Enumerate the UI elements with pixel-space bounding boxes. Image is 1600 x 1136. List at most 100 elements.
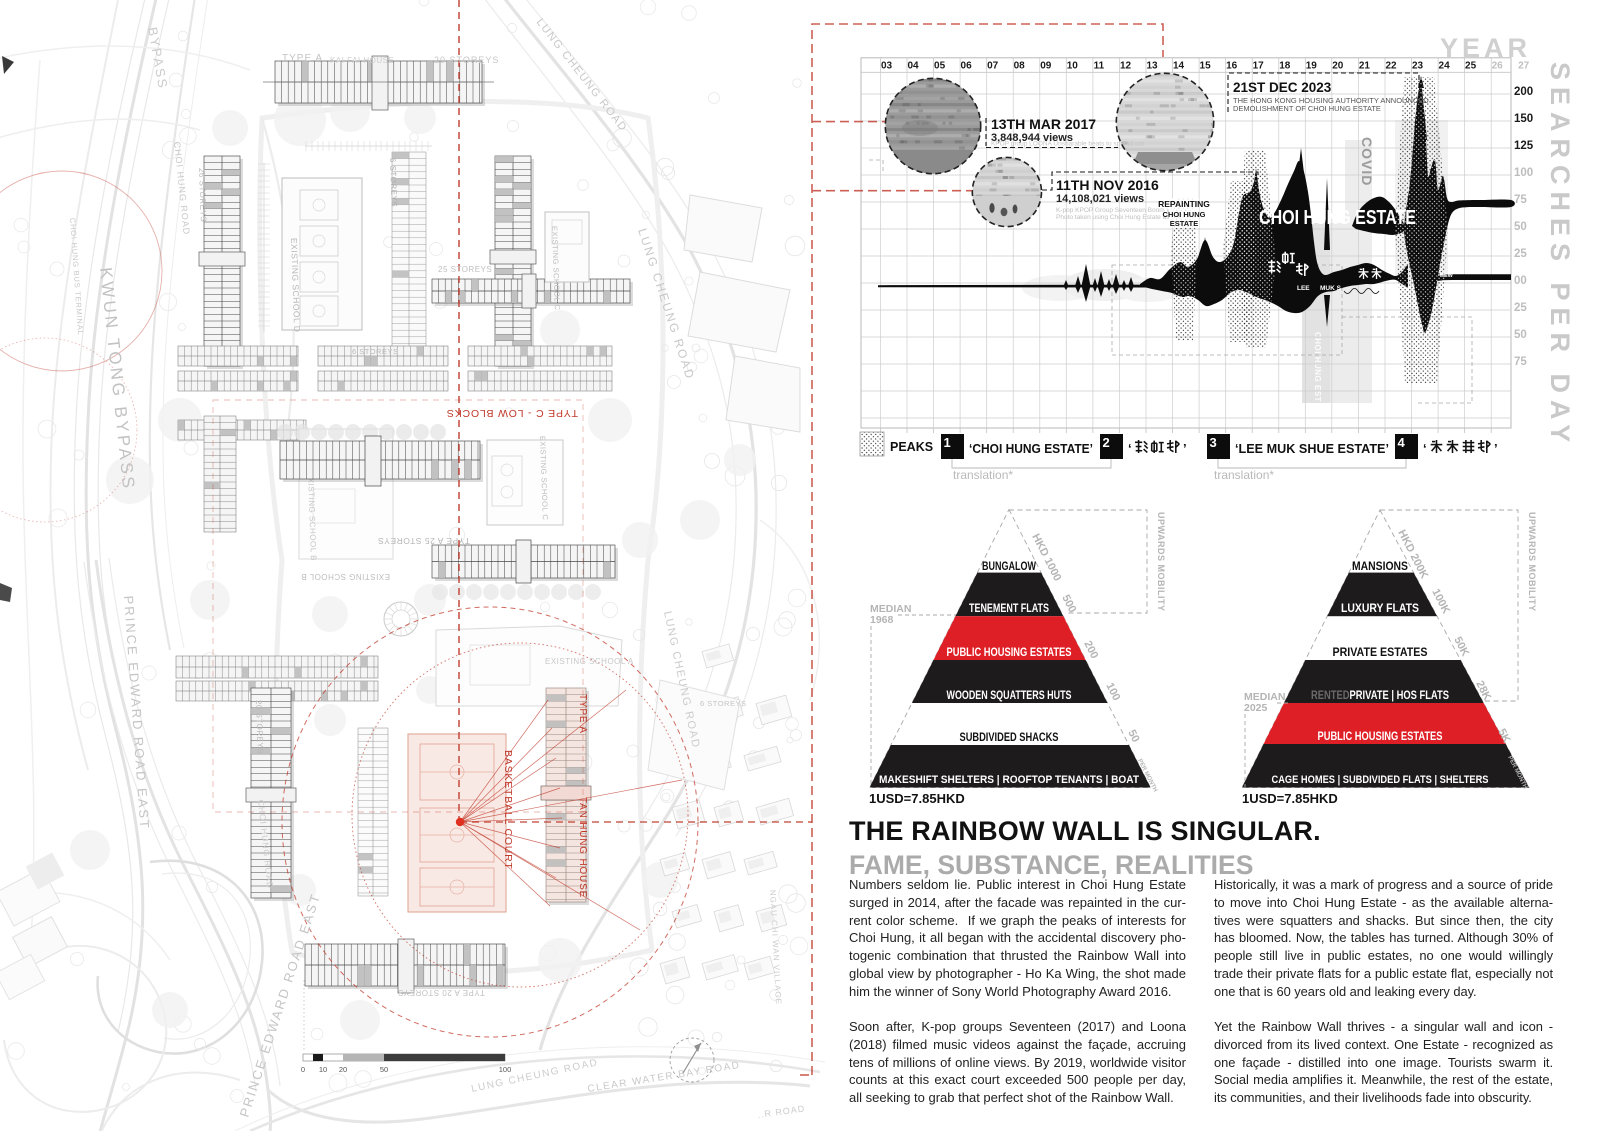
svg-text:3: 3 <box>1210 435 1217 450</box>
svg-text:100: 100 <box>499 1065 512 1074</box>
svg-text:MEDIAN: MEDIAN <box>1244 691 1285 703</box>
svg-text:26: 26 <box>1492 61 1504 72</box>
svg-text:04: 04 <box>907 61 919 72</box>
svg-text:THE HONG KONG HOUSING AUTHORIT: THE HONG KONG HOUSING AUTHORITY ANNOUNCE… <box>1233 96 1429 105</box>
svg-text:‘: ‘ <box>1128 441 1132 456</box>
svg-text:13TH MAR 2017: 13TH MAR 2017 <box>991 116 1096 132</box>
svg-text:EXISTING SCHOOL C: EXISTING SCHOOL C <box>550 226 562 311</box>
svg-text:TYPE A: TYPE A <box>577 694 588 734</box>
svg-text:BUNGALOW: BUNGALOW <box>982 561 1036 573</box>
svg-text:5K: 5K <box>1495 727 1512 745</box>
svg-text:07: 07 <box>987 61 999 72</box>
svg-text:12: 12 <box>1120 61 1132 72</box>
svg-text:UPWARDS MOBILITY: UPWARDS MOBILITY <box>1527 512 1537 612</box>
svg-text:20 STOREYS: 20 STOREYS <box>434 55 499 65</box>
svg-text:’: ’ <box>1494 441 1498 456</box>
svg-text:NEW: NEW <box>1440 273 1454 279</box>
svg-text:1USD=7.85HKD: 1USD=7.85HKD <box>1242 791 1338 806</box>
svg-text:PUBLIC HOUSING ESTATES: PUBLIC HOUSING ESTATES <box>947 647 1072 659</box>
svg-text:75: 75 <box>1514 356 1527 368</box>
svg-text:50: 50 <box>380 1065 388 1074</box>
svg-text:translation*: translation* <box>1214 468 1274 482</box>
svg-text:TAN HUNG HOUSE: TAN HUNG HOUSE <box>577 797 588 898</box>
svg-text:KPOP group LOONA Unsharable be: KPOP group LOONA Unsharable beats to spr… <box>991 141 1144 148</box>
svg-text:125: 125 <box>1514 140 1534 152</box>
svg-text:COVID: COVID <box>1359 137 1375 186</box>
svg-text:24: 24 <box>1439 61 1451 72</box>
svg-text:20 STOREYS: 20 STOREYS <box>254 700 265 754</box>
svg-text:CHOI HUNG EST: CHOI HUNG EST <box>1313 332 1322 402</box>
svg-text:18: 18 <box>1279 61 1291 72</box>
svg-text:10: 10 <box>319 1065 327 1074</box>
svg-text:LEE: LEE <box>1297 285 1310 292</box>
svg-text:ESTATE: ESTATE <box>1170 219 1198 228</box>
svg-text:CAGE HOMES | SUBDIVIDED FLATS: CAGE HOMES | SUBDIVIDED FLATS | SHELTERS <box>1272 774 1489 786</box>
svg-text:25: 25 <box>1514 302 1527 314</box>
svg-text:2: 2 <box>1103 435 1110 450</box>
svg-text:0: 0 <box>301 1065 305 1074</box>
svg-text:4: 4 <box>1398 435 1406 450</box>
svg-text:25: 25 <box>1514 248 1527 260</box>
svg-text:TYPE A 20 STOREYS: TYPE A 20 STOREYS <box>398 988 486 997</box>
svg-text:27: 27 <box>1518 61 1530 72</box>
svg-text:YEAR: YEAR <box>1440 33 1531 63</box>
svg-text:03: 03 <box>881 61 893 72</box>
svg-text:2025: 2025 <box>1244 702 1268 714</box>
svg-text:100: 100 <box>1514 167 1533 179</box>
svg-text:1968: 1968 <box>870 614 894 626</box>
svg-text:20: 20 <box>1332 61 1344 72</box>
svg-text:21: 21 <box>1359 61 1371 72</box>
svg-text:08: 08 <box>1014 61 1026 72</box>
svg-text:25: 25 <box>1465 61 1477 72</box>
svg-text:WOODEN SQUATTERS HUTS: WOODEN SQUATTERS HUTS <box>947 690 1072 702</box>
svg-text:6 STOREYS: 6 STOREYS <box>388 158 399 208</box>
svg-text:TYPE A 25 STOREYS: TYPE A 25 STOREYS <box>378 536 470 546</box>
svg-text:3,848,944 views: 3,848,944 views <box>991 132 1073 144</box>
svg-text:PEAKS: PEAKS <box>890 440 933 454</box>
svg-text:CHOI HUNG: CHOI HUNG <box>1163 210 1206 219</box>
svg-text:14,108,021 views: 14,108,021 views <box>1056 193 1144 205</box>
svg-text:11: 11 <box>1094 61 1105 72</box>
svg-text:05: 05 <box>934 61 946 72</box>
svg-text:10: 10 <box>1067 61 1079 72</box>
svg-text:EXISTING SCHOOL B: EXISTING SCHOOL B <box>301 572 390 581</box>
svg-text:SUBDIVIDED SHACKS: SUBDIVIDED SHACKS <box>960 732 1059 744</box>
svg-text:TYPE C - LOW BLOCKS: TYPE C - LOW BLOCKS <box>446 407 578 419</box>
svg-text:EXISTING SCHOOL A: EXISTING SCHOOL A <box>545 657 634 666</box>
svg-text:RENTEDPRIVATE | HOS FLATS: RENTEDPRIVATE | HOS FLATS <box>1311 690 1449 702</box>
svg-text:22: 22 <box>1385 61 1397 72</box>
svg-text:KAI FAI HOUSE: KAI FAI HOUSE <box>330 56 394 65</box>
svg-text:‘: ‘ <box>1423 441 1427 456</box>
svg-text:‘LEE MUK SHUE ESTATE’: ‘LEE MUK SHUE ESTATE’ <box>1235 441 1389 456</box>
svg-text:00: 00 <box>1514 275 1527 287</box>
svg-text:6 STOREYS: 6 STOREYS <box>352 347 398 356</box>
svg-text:MAKESHIFT SHELTERS | ROOFTOP T: MAKESHIFT SHELTERS | ROOFTOP TENANTS | B… <box>879 774 1139 786</box>
svg-text:23: 23 <box>1412 61 1424 72</box>
svg-text:75: 75 <box>1514 194 1527 206</box>
svg-text:’: ’ <box>1183 441 1187 456</box>
svg-text:PRIVATE ESTATES: PRIVATE ESTATES <box>1333 647 1428 659</box>
svg-text:EXISTING SCHOOL B: EXISTING SCHOOL B <box>306 472 318 561</box>
svg-text:150: 150 <box>1514 113 1533 125</box>
svg-text:11TH NOV 2016: 11TH NOV 2016 <box>1056 177 1159 193</box>
svg-text:PUBLIC HOUSING ESTATES: PUBLIC HOUSING ESTATES <box>1318 731 1443 743</box>
svg-text:LUXURY FLATS: LUXURY FLATS <box>1341 603 1419 615</box>
svg-text:DEMOLISHMENT OF CHOI HUNG ESTA: DEMOLISHMENT OF CHOI HUNG ESTATE <box>1233 104 1381 113</box>
svg-text:BASKETBALL COURT: BASKETBALL COURT <box>502 750 514 870</box>
svg-text:50: 50 <box>1514 329 1527 341</box>
svg-text:6 STOREYS: 6 STOREYS <box>700 699 746 708</box>
svg-text:EXISTING SCHOOL C: EXISTING SCHOOL C <box>538 436 550 521</box>
svg-text:17: 17 <box>1253 61 1265 72</box>
svg-text:CHOI HUNG ESTATE: CHOI HUNG ESTATE <box>1259 207 1416 229</box>
svg-text:13: 13 <box>1146 61 1158 72</box>
svg-text:1USD=7.85HKD: 1USD=7.85HKD <box>869 791 965 806</box>
svg-text:26 STOREYS: 26 STOREYS <box>197 168 208 222</box>
svg-text:14: 14 <box>1173 61 1185 72</box>
svg-text:‘CHOI HUNG ESTATE’: ‘CHOI HUNG ESTATE’ <box>969 441 1093 456</box>
svg-text:K-pop KPOP Group Seventeen Bo: K-pop KPOP Group Seventeen Boom v.9 MV <box>1056 207 1187 214</box>
svg-text:19: 19 <box>1306 61 1318 72</box>
svg-text:09: 09 <box>1040 61 1052 72</box>
svg-text:EXISTING SCHOOL D: EXISTING SCHOOL D <box>289 238 302 333</box>
svg-text:25 STOREYS: 25 STOREYS <box>438 265 492 274</box>
svg-text:200: 200 <box>1514 86 1533 98</box>
